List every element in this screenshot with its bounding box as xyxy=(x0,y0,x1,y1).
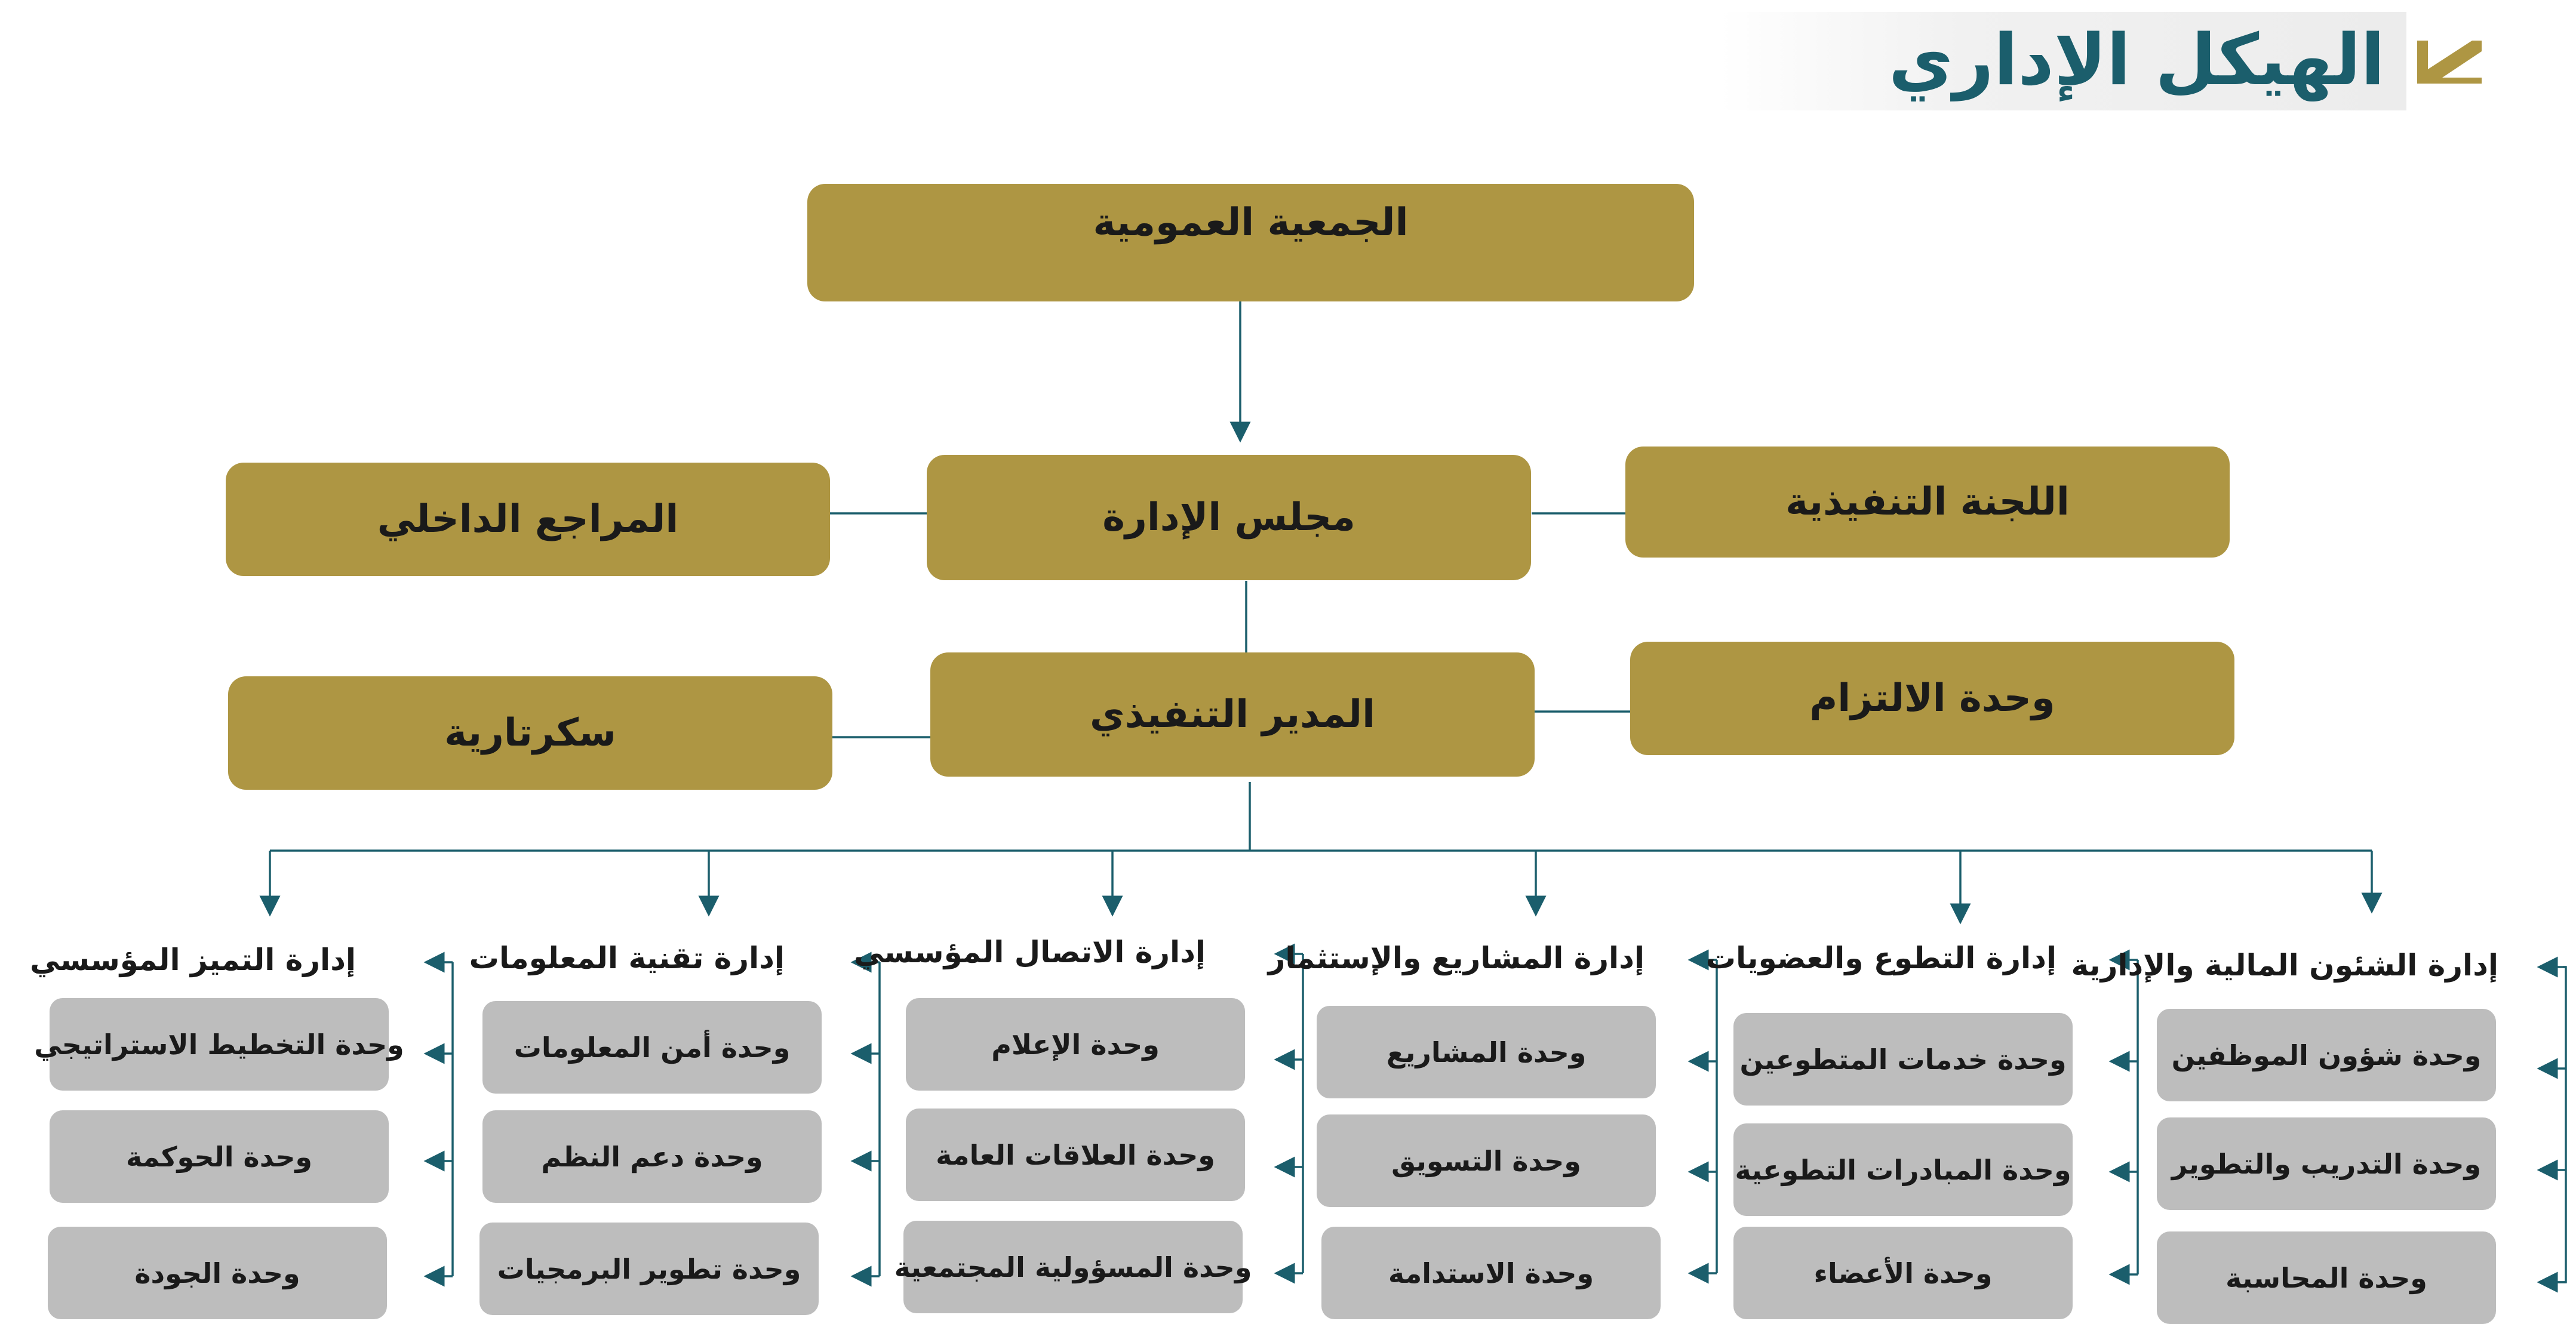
general-assembly-box: الجمعية العمومية xyxy=(807,184,1694,301)
internal-auditor-box: المراجع الداخلي xyxy=(226,463,830,576)
dept-finance-admin: إدارة الشئون المالية والإدارية xyxy=(2071,948,2498,983)
dept-institutional-excellence: إدارة التميز المؤسسي xyxy=(30,943,356,977)
unit-box: وحدة الإعلام xyxy=(906,998,1245,1091)
unit-box: وحدة التخطيط الاستراتيجي xyxy=(34,998,404,1091)
dept-information-technology: إدارة تقنية المعلومات xyxy=(469,941,785,975)
unit-box: وحدة شؤون الموظفين xyxy=(2157,1009,2496,1101)
executive-director-box: المدير التنفيذي xyxy=(930,652,1535,777)
unit-box: وحدة التدريب والتطوير xyxy=(2157,1117,2496,1210)
unit-box: وحدة المبادرات التطوعية xyxy=(1733,1123,2073,1216)
page-title: الهيكل الإداري xyxy=(1888,19,2385,101)
compliance-unit-box: وحدة الالتزام xyxy=(1630,642,2234,755)
unit-box: وحدة الأعضاء xyxy=(1733,1227,2073,1319)
unit-box: وحدة المشاريع xyxy=(1317,1006,1656,1098)
unit-box: وحدة الجودة xyxy=(48,1227,387,1319)
dept-projects-investment: إدارة المشاريع والإستثمار xyxy=(1268,941,1644,975)
dept-volunteering: إدارة التطوع والعضويات xyxy=(1705,941,2057,975)
brand-chevron-icon xyxy=(2412,35,2484,88)
unit-box: وحدة المحاسبة xyxy=(2157,1231,2496,1324)
board-box: مجلس الإدارة xyxy=(927,455,1531,580)
unit-box: وحدة المسؤولية المجتمعية xyxy=(894,1221,1252,1313)
unit-box: وحدة خدمات المتطوعين xyxy=(1733,1013,2073,1106)
dept-corporate-communication: إدارة الاتصال المؤسسي xyxy=(853,935,1206,969)
secretariat-box: سكرتارية xyxy=(228,676,832,790)
unit-box: وحدة العلاقات العامة xyxy=(906,1109,1245,1201)
unit-box: وحدة دعم النظم xyxy=(482,1110,822,1203)
unit-box: وحدة الحوكمة xyxy=(50,1110,389,1203)
title-band xyxy=(1720,12,2406,110)
unit-box: وحدة أمن المعلومات xyxy=(482,1001,822,1094)
unit-box: وحدة الاستدامة xyxy=(1321,1227,1661,1319)
unit-box: وحدة تطوير البرمجيات xyxy=(479,1223,819,1315)
unit-box: وحدة التسويق xyxy=(1317,1114,1656,1207)
executive-committee-box: اللجنة التنفيذية xyxy=(1625,447,2230,558)
